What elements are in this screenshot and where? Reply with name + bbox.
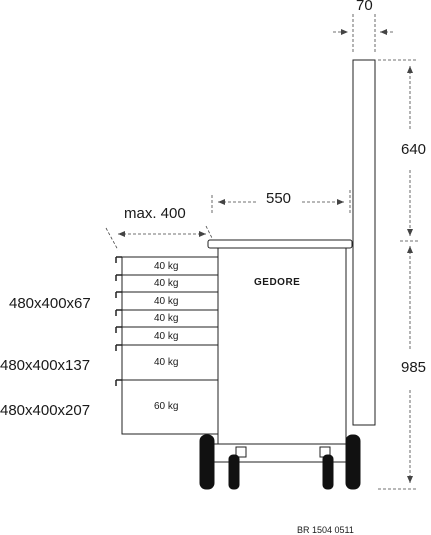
brand-logo: GEDORE xyxy=(254,277,301,288)
wheel-castor-right xyxy=(322,454,334,490)
drawer-stack xyxy=(121,256,219,435)
dimension-cabinet-depth: 550 xyxy=(266,190,292,207)
drawer-load-4: 40 kg xyxy=(154,313,179,324)
drawer-size-large: 480x400x207 xyxy=(0,402,91,419)
drawer-load-5: 40 kg xyxy=(154,331,179,342)
dimension-mast-height: 640 xyxy=(401,141,427,158)
drawer-handles xyxy=(115,256,122,386)
drawer-size-medium: 480x400x137 xyxy=(0,357,91,374)
drawer-load-7: 60 kg xyxy=(154,401,179,412)
drawer-load-2: 40 kg xyxy=(154,278,179,289)
dimension-top-width: 70 xyxy=(356,0,373,14)
wheel-front-left xyxy=(199,434,215,490)
cabinet-top-plate xyxy=(207,239,353,249)
drawer-load-6: 40 kg xyxy=(154,357,179,368)
wheel-front-right xyxy=(345,434,361,490)
mast xyxy=(352,59,376,426)
drawer-load-3: 40 kg xyxy=(154,296,179,307)
dimension-drawer-extension: max. 400 xyxy=(124,205,186,222)
wheels xyxy=(199,434,361,490)
drawing-reference: BR 1504 0511 xyxy=(297,525,354,535)
dimension-cabinet-height: 985 xyxy=(401,359,427,376)
wheel-castor-left xyxy=(228,454,240,490)
drawer-size-small: 480x400x67 xyxy=(9,295,91,312)
drawer-load-1: 40 kg xyxy=(154,261,179,272)
cabinet-body xyxy=(217,247,347,445)
